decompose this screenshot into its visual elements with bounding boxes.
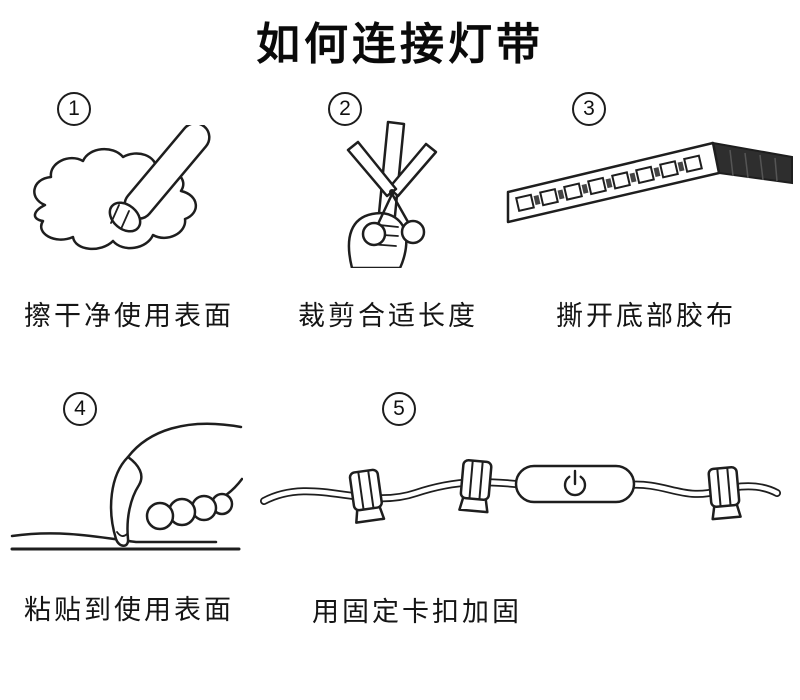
controller-capsule <box>514 464 636 504</box>
fix-clips-illustration <box>258 435 783 540</box>
step-5-caption: 用固定卡扣加固 <box>312 597 522 627</box>
step-3-number: 3 <box>583 97 595 120</box>
step-4-number: 4 <box>74 397 86 420</box>
step-1-number-badge: 1 <box>57 92 91 126</box>
cut-strip-illustration <box>292 118 492 268</box>
step-4-caption: 粘贴到使用表面 <box>24 595 234 625</box>
page-title: 如何连接灯带 <box>256 20 544 69</box>
peel-tape-illustration <box>505 130 795 255</box>
step-4-number-badge: 4 <box>63 392 97 426</box>
step-3-caption: 撕开底部胶布 <box>556 301 736 331</box>
press-strip-illustration <box>8 415 243 565</box>
step-2-number-badge: 2 <box>328 92 362 126</box>
wipe-surface-illustration <box>15 125 240 265</box>
step-5-number-badge: 5 <box>382 392 416 426</box>
step-2-number: 2 <box>339 97 351 120</box>
step-1-number: 1 <box>68 97 80 120</box>
step-3-number-badge: 3 <box>572 92 606 126</box>
step-2-caption: 裁剪合适长度 <box>298 301 478 331</box>
step-5-number: 5 <box>393 397 405 420</box>
step-1-caption: 擦干净使用表面 <box>24 301 234 331</box>
